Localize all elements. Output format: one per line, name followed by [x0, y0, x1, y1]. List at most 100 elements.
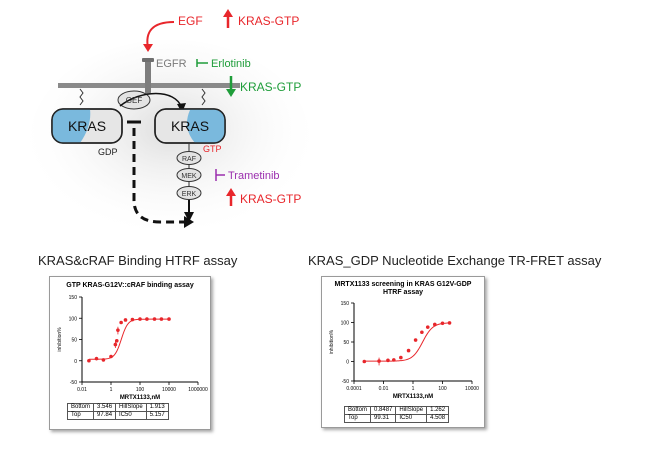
data-point [145, 317, 149, 321]
erk-down-arrowhead [184, 212, 194, 222]
ic50-label: IC50 [115, 411, 147, 420]
y-tick-label: 0 [346, 360, 349, 366]
feedback-dashed-line [132, 128, 190, 224]
y-tick-label: 100 [341, 321, 350, 327]
assay1-section-title: KRAS&cRAF Binding HTRF assay [38, 253, 238, 268]
ic50-label: IC50 [395, 414, 428, 423]
x-tick-label: 100 [438, 386, 447, 392]
y-axis-label: inhibition% [57, 327, 63, 352]
data-point [159, 317, 164, 321]
kras-gtp-label: KRAS [171, 118, 209, 134]
egfr-receptor [145, 58, 151, 94]
x-tick-label: 100 [136, 387, 145, 393]
assay2-panel: MRTX1133 screening in KRAS G12V-GDP HTRF… [321, 276, 485, 428]
data-point [420, 330, 424, 335]
data-point [432, 322, 437, 327]
erk-label: ERK [182, 191, 197, 198]
x-tick-label: 1000000 [188, 387, 208, 393]
data-point [109, 354, 113, 359]
data-point [101, 358, 106, 362]
data-point [392, 358, 396, 362]
data-point [138, 317, 142, 321]
y-tick-label: 150 [69, 295, 78, 301]
assay2-chart-title-line1: MRTX1133 screening in KRAS G12V-GDP [334, 281, 472, 288]
assay1-chart-title: GTP KRAS-G12V::cRAF binding assay [66, 282, 194, 289]
assay2-chart-title-line2: HTRF assay [382, 289, 424, 296]
top-value: 97.84 [93, 411, 117, 420]
top-value: 99.31 [370, 414, 397, 423]
egfr-label: EGFR [156, 58, 187, 70]
ic50-value: 5.157 [145, 411, 169, 420]
y-tick-label: 50 [343, 340, 349, 346]
kras-gtp-blue-region [166, 109, 225, 143]
data-point [87, 358, 91, 363]
hillslope-value: 1.913 [145, 403, 169, 412]
top-label: Top [343, 414, 372, 423]
data-point [440, 321, 445, 326]
data-point [114, 338, 119, 343]
egf-arrowhead [143, 44, 153, 52]
y-tick-label: 50 [71, 338, 77, 344]
hillslope-label: HillSlope [395, 406, 428, 415]
membrane-anchor-right [201, 88, 206, 106]
ic50-value: 4.508 [426, 414, 450, 423]
up-arrow-bottom-head-icon [226, 188, 236, 196]
gef-activation-arrow [119, 92, 183, 109]
x-axis-label: MRTX1133,nM [393, 394, 433, 400]
membrane-anchor-left [79, 88, 84, 106]
erk-node [176, 186, 202, 200]
data-point [130, 317, 135, 322]
bottom-label: Bottom [66, 403, 95, 412]
data-point [413, 338, 418, 342]
data-point [123, 318, 128, 322]
mek-node [176, 168, 202, 182]
kras-gtp-label-top: KRAS-GTP [238, 14, 299, 28]
data-point [152, 317, 157, 321]
kras-gdp-label: KRAS [68, 118, 106, 134]
assay2-section-title: KRAS_GDP Nucleotide Exchange TR-FRET ass… [308, 253, 602, 268]
trametinib-label: Trametinib [228, 170, 280, 182]
erlotinib-label: Erlotinib [211, 58, 251, 70]
bottom-value: 3.546 [93, 403, 117, 412]
data-point [113, 342, 118, 347]
hillslope-value: 1.262 [426, 406, 450, 415]
egf-label: EGF [178, 14, 203, 28]
y-tick-label: 100 [69, 316, 78, 322]
gdp-label: GDP [98, 147, 118, 157]
egfr-receptor-cap [142, 58, 154, 62]
x-axis-label: MRTX1133,nM [120, 395, 160, 401]
data-point [116, 328, 120, 332]
x-tick-label: 1 [110, 387, 113, 393]
gtp-label: GTP [203, 144, 222, 154]
x-tick-label: 0.0001 [346, 386, 362, 392]
down-arrow-head-icon [226, 89, 236, 97]
data-point [406, 348, 411, 353]
x-tick-label: 1 [412, 386, 415, 392]
y-tick-label: -50 [342, 379, 349, 385]
x-tick-label: 0.01 [379, 386, 389, 392]
raf-label: RAF [182, 156, 196, 163]
data-point [377, 359, 381, 363]
gef-activation-arrowhead [177, 103, 186, 113]
kras-gtp-label-bottom: KRAS-GTP [240, 192, 301, 206]
pathway-diagram: EGF KRAS-GTP EGFR Erlotinib KRAS-GTP GEF… [30, 9, 310, 240]
y-tick-label: -50 [70, 380, 77, 386]
data-point [167, 317, 171, 321]
top-label: Top [66, 411, 95, 420]
trametinib-inhibit-icon [215, 169, 225, 181]
fit-curve [364, 322, 450, 362]
data-point [425, 325, 430, 329]
mek-label: MEK [181, 173, 197, 180]
fit-curve [88, 318, 169, 360]
assay2-params-table: Bottom 0.8487 HillSlope 1.262 Top 99.31 … [343, 406, 450, 423]
gef-label: GEF [126, 96, 143, 105]
data-point [447, 321, 452, 325]
kras-gdp-blue-region [52, 109, 91, 143]
x-tick-label: 0.01 [77, 387, 87, 393]
up-arrow-head-icon [223, 9, 233, 17]
data-point [362, 359, 367, 364]
y-axis-label: inhibition% [329, 329, 335, 354]
